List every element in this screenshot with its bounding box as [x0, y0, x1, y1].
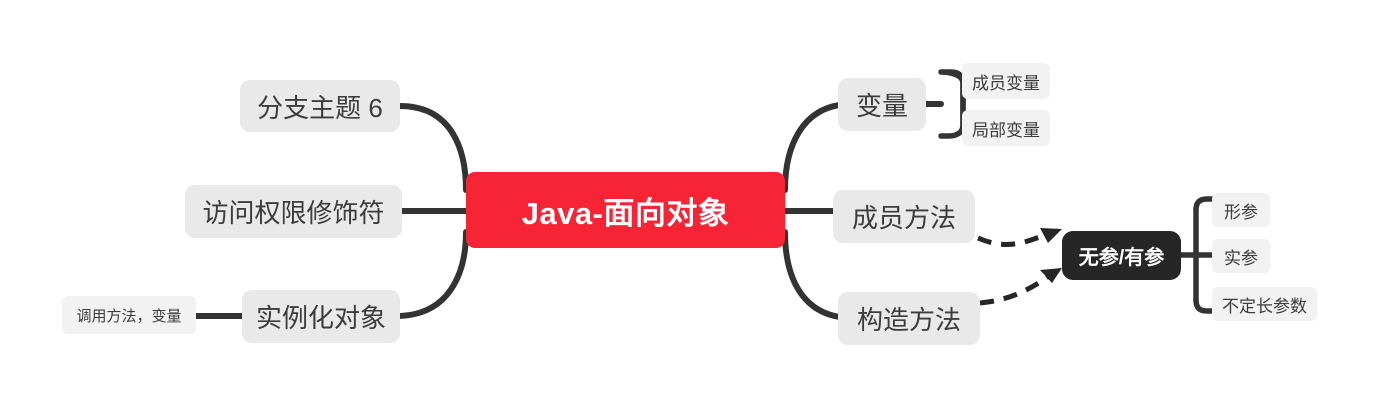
dashed-arrow-constructor-method — [979, 271, 1054, 306]
leaf-node-varargs-label: 不定长参数 — [1222, 296, 1307, 316]
leaf-node-varargs[interactable]: 不定长参数 — [1212, 287, 1317, 321]
connector-variable-bracket — [938, 69, 966, 139]
connector-params-bracket-bottom — [1193, 297, 1216, 314]
connector-variable-leaf-top — [941, 72, 963, 83]
connector-params-bracket — [1193, 196, 1216, 213]
leaf-node-formal-param-label: 形参 — [1224, 202, 1258, 222]
branch-node-left-1-label: 分支主题 6 — [257, 92, 383, 123]
leaf-node-local-variable[interactable]: 局部变量 — [962, 110, 1050, 146]
branch-node-right-3[interactable]: 构造方法 — [838, 292, 980, 345]
branch-node-right-2[interactable]: 成员方法 — [833, 190, 975, 243]
leaf-node-actual-param-label: 实参 — [1224, 248, 1258, 268]
leaf-node-call-method-variable[interactable]: 调用方法，变量 — [62, 296, 196, 334]
connector-root-to-branch-bottom-left — [393, 229, 469, 319]
branch-node-left-3[interactable]: 实例化对象 — [242, 290, 400, 343]
branch-node-right-2-label: 成员方法 — [851, 203, 956, 233]
branch-node-right-1[interactable]: 变量 — [838, 78, 926, 131]
branch-node-left-1[interactable]: 分支主题 6 — [240, 80, 400, 132]
branch-node-left-2-label: 访问权限修饰符 — [202, 198, 385, 228]
leaf-node-formal-param[interactable]: 形参 — [1212, 193, 1270, 227]
leaf-node-member-variable-label: 成员变量 — [972, 73, 1040, 93]
branch-node-left-2[interactable]: 访问权限修饰符 — [185, 185, 402, 238]
dashed-arrowhead-member-method — [1040, 228, 1062, 243]
leaf-node-local-variable-label: 局部变量 — [972, 120, 1040, 140]
leaf-node-member-variable[interactable]: 成员变量 — [962, 63, 1050, 99]
emphasis-node-params-label: 无参/有参 — [1078, 247, 1165, 269]
branch-node-left-3-label: 实例化对象 — [255, 303, 386, 333]
dashed-arrow-member-method — [976, 229, 1054, 247]
branch-node-right-1-label: 变量 — [855, 91, 908, 121]
root-node-label: Java-面向对象 — [521, 195, 730, 231]
leaf-node-actual-param[interactable]: 实参 — [1212, 239, 1270, 273]
emphasis-node-params[interactable]: 无参/有参 — [1062, 231, 1181, 280]
branch-node-right-3-label: 构造方法 — [856, 305, 961, 335]
root-node[interactable]: Java-面向对象 — [466, 172, 785, 248]
leaf-node-call-method-variable-label: 调用方法，变量 — [76, 307, 182, 325]
connector-root-to-branch-top-left — [397, 103, 469, 193]
dashed-arrowhead-constructor-method — [1040, 268, 1062, 283]
